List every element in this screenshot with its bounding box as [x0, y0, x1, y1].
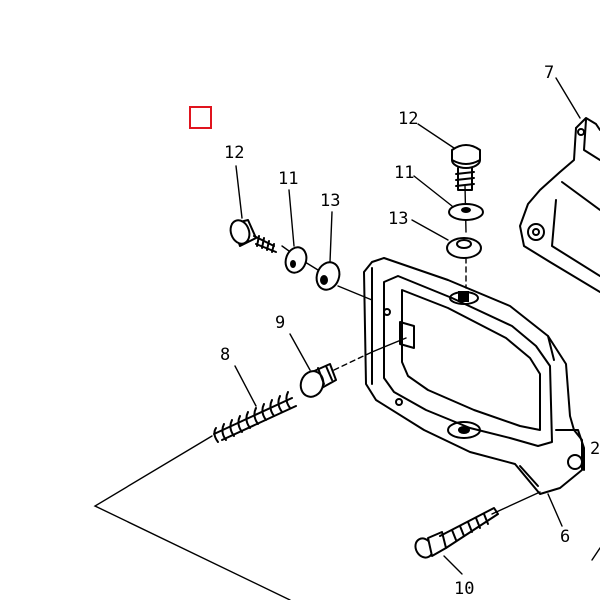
callout-12-top: 12 [398, 109, 418, 129]
washer-11-left [284, 246, 308, 274]
callout-10: 10 [454, 579, 474, 599]
callout-11-top: 11 [394, 163, 414, 183]
frame-part-6 [363, 257, 585, 495]
housing-part-7 [519, 117, 600, 293]
washer-11-top [448, 203, 484, 221]
bushing-9 [299, 363, 337, 398]
screw-10 [414, 507, 499, 559]
callout-13-top: 13 [388, 209, 408, 229]
callout-11-left: 11 [278, 169, 298, 189]
callout-6: 6 [560, 527, 570, 547]
screw-12-left [229, 219, 277, 253]
screw-12-top [451, 144, 481, 191]
washer-13-top [446, 237, 482, 259]
marker-square [189, 106, 212, 129]
callout-8: 8 [220, 345, 230, 365]
washer-13-left [315, 261, 341, 291]
callout-leaders [234, 77, 581, 575]
spring-8 [213, 391, 297, 443]
callout-12-left: 12 [224, 143, 244, 163]
assembly-lines [93, 185, 600, 600]
callout-7: 7 [544, 63, 554, 83]
callout-13-left: 13 [320, 191, 340, 211]
callout-9: 9 [275, 313, 285, 333]
callout-2: 2 [590, 439, 600, 459]
